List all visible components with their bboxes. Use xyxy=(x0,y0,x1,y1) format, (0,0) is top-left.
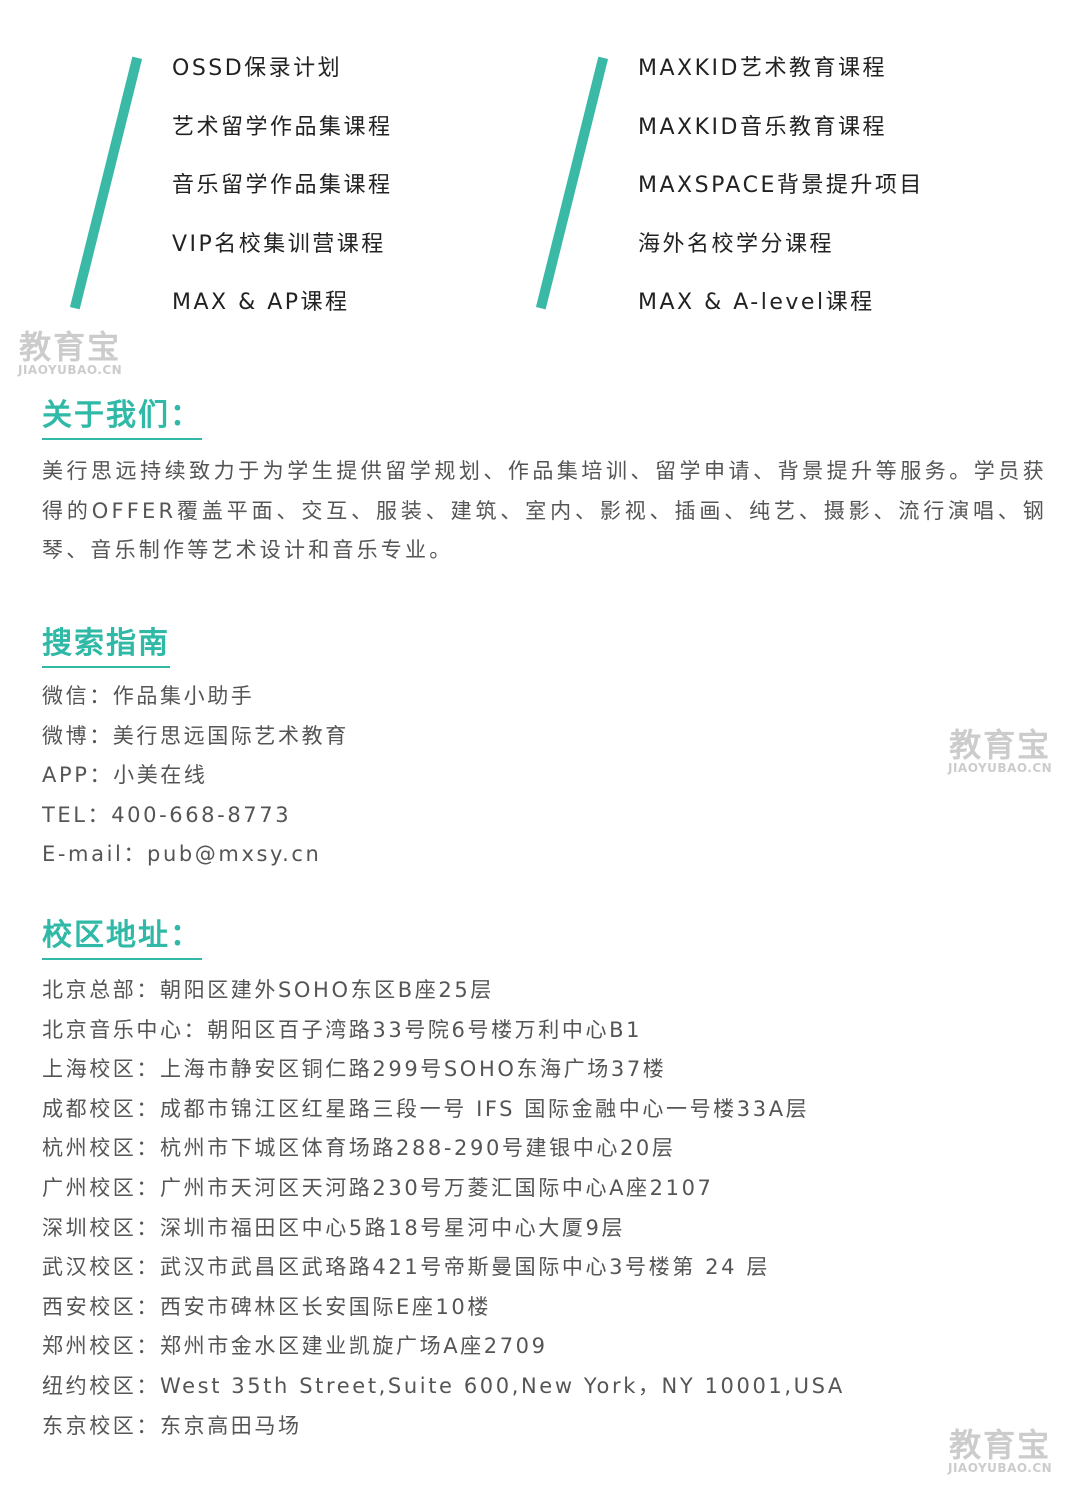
campus-address-list: 北京总部：朝阳区建外SOHO东区B座25层 北京音乐中心：朝阳区百子湾路33号院… xyxy=(42,971,845,1446)
course-item: VIP名校集训营课程 xyxy=(172,231,386,257)
course-list-right: MAXKID艺术教育课程 MAXKID音乐教育课程 MAXSPACE背景提升项目… xyxy=(638,40,924,333)
about-title: 关于我们： xyxy=(42,396,202,440)
course-item: 音乐留学作品集课程 xyxy=(172,173,393,198)
campus-item: 东京校区：东京高田马场 xyxy=(42,1413,302,1438)
watermark-text: 教育宝 xyxy=(949,726,1052,764)
watermark-logo: 教育宝 JIAOYUBAO.CN xyxy=(948,1428,1052,1475)
decorative-slash-left xyxy=(69,56,143,310)
campus-item: 纽约校区：West 35th Street,Suite 600,New York… xyxy=(42,1373,845,1398)
contact-app: APP：小美在线 xyxy=(42,763,208,787)
watermark-url: JIAOYUBAO.CN xyxy=(948,1461,1053,1475)
contact-email: E-mail：pub@mxsy.cn xyxy=(42,842,322,866)
course-item: MAX & A-level课程 xyxy=(638,290,875,315)
contact-tel: TEL：400-668-8773 xyxy=(42,802,292,827)
course-item: MAX & AP课程 xyxy=(172,290,350,315)
about-paragraph: 美行思远持续致力于为学生提供留学规划、作品集培训、留学申请、背景提升等服务。学员… xyxy=(42,459,1047,562)
campus-item: 成都校区：成都市锦江区红星路三段一号 IFS 国际金融中心一号楼33A层 xyxy=(42,1096,810,1121)
watermark-text: 教育宝 xyxy=(949,1426,1052,1464)
search-guide-list: 微信：作品集小助手 微博：美行思远国际艺术教育 APP：小美在线 TEL：400… xyxy=(42,677,349,875)
contact-weibo: 微博：美行思远国际艺术教育 xyxy=(42,723,349,748)
watermark-logo: 教育宝 JIAOYUBAO.CN xyxy=(18,330,122,377)
contact-wechat: 微信：作品集小助手 xyxy=(42,684,255,708)
campus-item: 西安校区：西安市碑林区长安国际E座10楼 xyxy=(42,1294,491,1319)
campus-item: 上海校区：上海市静安区铜仁路299号SOHO东海广场37楼 xyxy=(42,1057,667,1082)
course-item: MAXSPACE背景提升项目 xyxy=(638,173,924,198)
watermark-logo: 教育宝 JIAOYUBAO.CN xyxy=(948,728,1052,775)
campus-address-title: 校区地址： xyxy=(42,916,202,960)
course-item: MAXKID艺术教育课程 xyxy=(638,56,887,81)
course-item: 海外名校学分课程 xyxy=(638,231,835,257)
campus-item: 郑州校区：郑州市金水区建业凯旋广场A座2709 xyxy=(42,1334,548,1359)
watermark-url: JIAOYUBAO.CN xyxy=(18,363,123,377)
campus-item: 武汉校区：武汉市武昌区武珞路421号帝斯曼国际中心3号楼第 24 层 xyxy=(42,1255,770,1280)
campus-item: 杭州校区：杭州市下城区体育场路288-290号建银中心20层 xyxy=(42,1136,676,1161)
watermark-text: 教育宝 xyxy=(19,328,122,366)
course-item: MAXKID音乐教育课程 xyxy=(638,114,887,140)
search-guide-title: 搜索指南 xyxy=(42,624,170,668)
course-list-left: OSSD保录计划 艺术留学作品集课程 音乐留学作品集课程 VIP名校集训营课程 … xyxy=(172,40,393,333)
watermark-url: JIAOYUBAO.CN xyxy=(948,761,1053,775)
campus-item: 深圳校区：深圳市福田区中心5路18号星河中心大厦9层 xyxy=(42,1215,626,1240)
campus-item: 北京音乐中心：朝阳区百子湾路33号院6号楼万利中心B1 xyxy=(42,1017,643,1042)
course-item: OSSD保录计划 xyxy=(172,56,343,81)
campus-item: 北京总部：朝阳区建外SOHO东区B座25层 xyxy=(42,978,494,1002)
campus-item: 广州校区：广州市天河区天河路230号万菱汇国际中心A座2107 xyxy=(42,1175,714,1200)
course-item: 艺术留学作品集课程 xyxy=(172,114,393,140)
decorative-slash-right xyxy=(535,56,609,310)
